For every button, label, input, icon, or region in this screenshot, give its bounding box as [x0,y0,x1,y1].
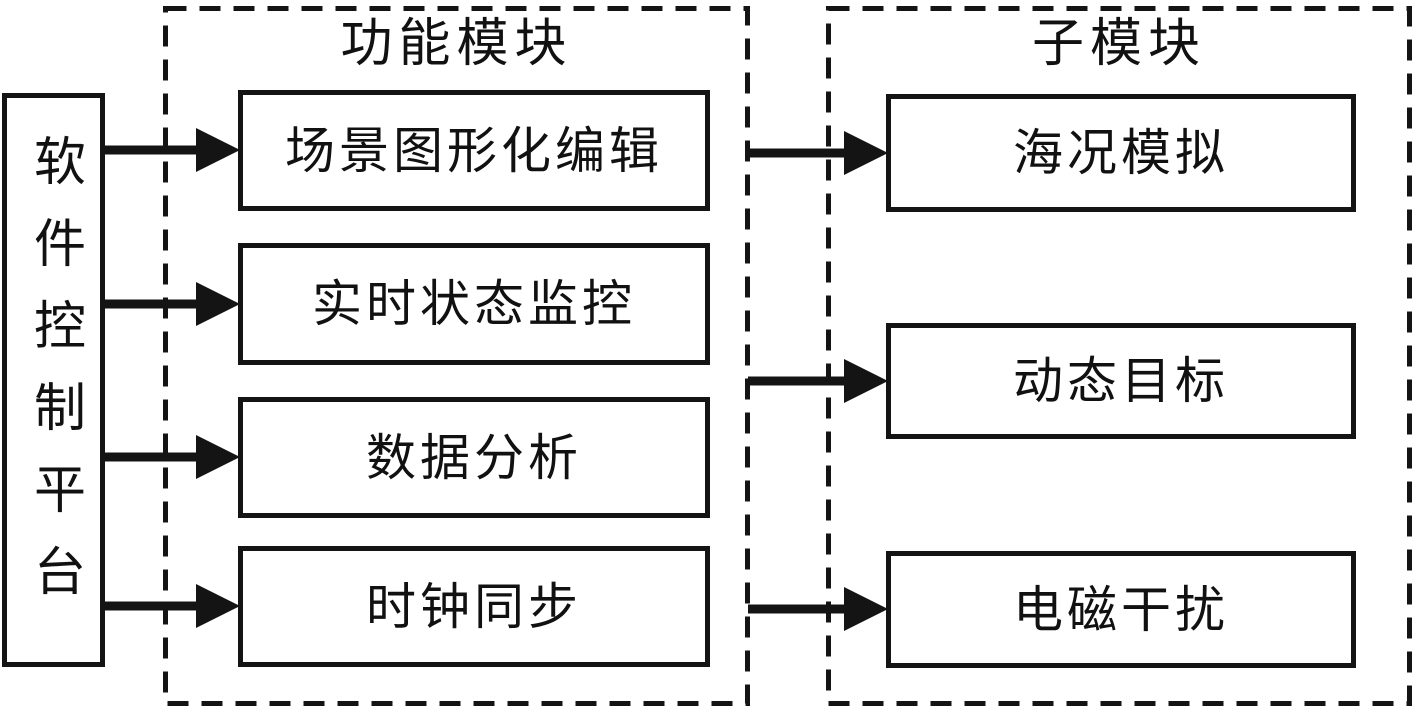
function-modules-group: 功能模块 [163,6,750,706]
box-sea-state-simulation: 海况模拟 [886,94,1356,212]
function-modules-dashed-border [163,6,750,706]
sub-modules-title: 子模块 [1031,16,1206,73]
box-dynamic-target: 动态目标 [886,323,1356,439]
arrow-modules-to-dynamic-target [748,358,888,404]
arrow-head-icon [844,587,888,631]
arrow-shaft [103,299,202,309]
sub-modules-group: 子模块 [826,6,1412,706]
box-electromagnetic-interference: 电磁干扰 [886,551,1356,668]
box-clock-sync-label: 时钟同步 [366,578,582,635]
box-scene-graphic-editing: 场景图形化编辑 [238,90,710,211]
arrow-shaft [748,604,850,614]
arrow-head-icon [196,282,240,326]
platform-box: 软件控制平台 [2,93,105,667]
arrow-head-icon [844,359,888,403]
arrow-platform-to-scene-editing [103,127,240,173]
arrow-shaft [103,452,202,462]
arrow-platform-to-clock-sync [103,583,240,629]
arrow-modules-to-sea-state [748,130,888,176]
arrow-head-icon [196,128,240,172]
box-scene-graphic-editing-label: 场景图形化编辑 [285,122,663,179]
box-data-analysis: 数据分析 [238,397,710,518]
box-data-analysis-label: 数据分析 [366,429,582,486]
arrow-platform-to-status-monitoring [103,281,240,327]
arrow-platform-to-data-analysis [103,434,240,480]
arrow-shaft [103,145,202,155]
arrow-shaft [748,148,850,158]
box-realtime-status-monitoring-label: 实时状态监控 [312,276,636,332]
arrow-head-icon [196,584,240,628]
arrow-head-icon [844,131,888,175]
arrow-head-icon [196,435,240,479]
box-realtime-status-monitoring: 实时状态监控 [238,243,710,365]
box-electromagnetic-interference-label: 电磁干扰 [1013,581,1229,638]
sub-modules-dashed-border [826,6,1412,706]
box-clock-sync: 时钟同步 [238,546,710,667]
platform-label: 软件控制平台 [25,134,83,626]
box-sea-state-simulation-label: 海况模拟 [1013,125,1229,181]
arrow-shaft [748,376,850,386]
arrow-modules-to-em-interference [748,586,888,632]
box-dynamic-target-label: 动态目标 [1013,353,1229,409]
function-modules-title: 功能模块 [340,16,573,73]
arrow-shaft [103,601,202,611]
